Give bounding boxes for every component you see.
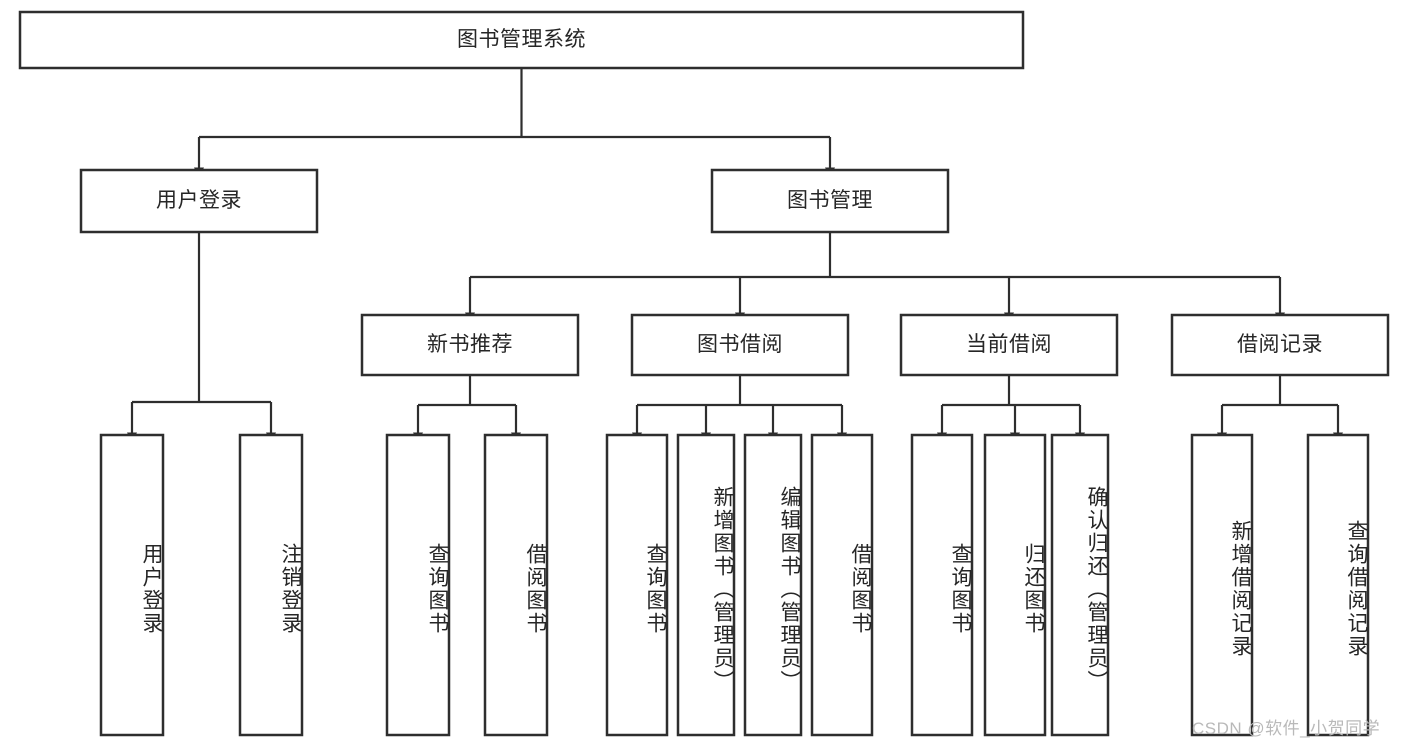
node-box-leaf-借阅图书-7[interactable] [810,433,874,737]
node-box-level3-新书推荐-0[interactable] [360,313,580,377]
node-box-leaf-查询图书-2[interactable] [385,433,451,737]
node-box-leaf-查询图书-8[interactable] [910,433,974,737]
node-box-leaf-新增借阅记录-11[interactable] [1190,433,1254,737]
node-box-leaf-归还图书-9[interactable] [983,433,1047,737]
node-box-level3-当前借阅-2[interactable] [899,313,1119,377]
node-box-leaf-确认归还管理员-10[interactable] [1050,433,1110,737]
node-box-leaf-查询图书-4[interactable] [605,433,669,737]
node-boxes-group [18,10,1390,737]
node-box-level2-用户登录-0[interactable] [79,168,319,234]
connectors-group [127,68,1343,443]
node-box-leaf-用户登录-0[interactable] [99,433,165,737]
node-box-root-图书管理系统-0[interactable] [18,10,1025,70]
node-box-level2-图书管理-1[interactable] [710,168,950,234]
node-box-leaf-借阅图书-3[interactable] [483,433,549,737]
node-box-leaf-注销登录-1[interactable] [238,433,304,737]
node-box-leaf-编辑图书管理员-6[interactable] [743,433,803,737]
node-box-leaf-查询借阅记录-12[interactable] [1306,433,1370,737]
node-box-leaf-新增图书管理员-5[interactable] [676,433,736,737]
node-box-level3-借阅记录-3[interactable] [1170,313,1390,377]
node-box-level3-图书借阅-1[interactable] [630,313,850,377]
